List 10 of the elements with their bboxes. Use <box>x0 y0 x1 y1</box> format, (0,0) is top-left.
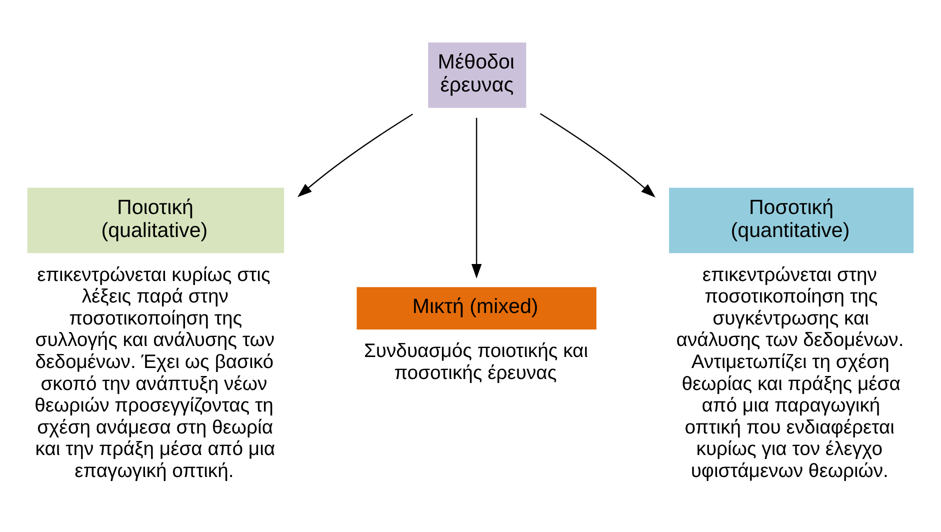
node-label: Συνδυασμός ποιοτικής και ποσοτικής έρευνας <box>364 340 588 384</box>
arrow <box>471 117 482 278</box>
node-box: Ποσοτική (quantitative) <box>669 187 914 253</box>
arrow <box>297 113 414 197</box>
node-label: επικεντρώνεται κυρίως στις λέξεις παρά στην ποσοτικοποίηση της συλλογής και ανάλυσης των δεδομένων. Έχει ως βασικό σκοπό την ανάπτυξη νέων θεωριών προσεγγίζοντας τη σχέση ανάμεσα στη θεωρία και την πράξη μέσα από μια επαγωγική οπτική. <box>34 263 276 482</box>
arrow <box>540 112 656 197</box>
node-box: Ποιοτική (qualitative) <box>27 187 284 253</box>
node-box: Μικτή (mixed) <box>356 286 596 329</box>
node-box: Μέθοδοι έρευνας <box>428 42 526 108</box>
node-label: επικεντρώνεται στην ποσοτικοποίηση της συγκέντρωσης και ανάλυσης των δεδομένων. Αντιμετωπίζει τη σχέση θεωρίας και πράξης μέσα από μια παραγωγική οπτική που ενδιαφέρεται κυρίως για τον έλεγχο υφιστάμενων θεωριών. <box>676 263 904 482</box>
